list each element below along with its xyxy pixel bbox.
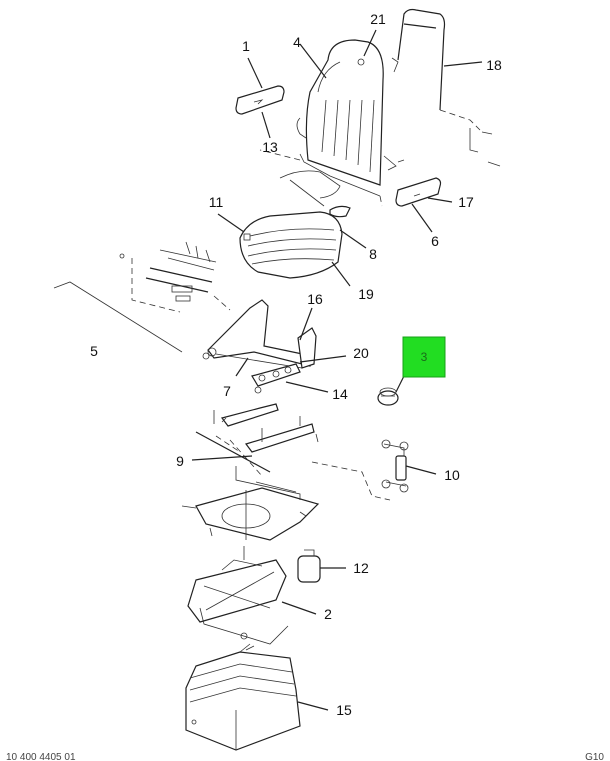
armrest-left <box>235 85 285 115</box>
highlight-box[interactable] <box>402 336 446 378</box>
suspension-boot <box>185 643 301 751</box>
shock-absorber <box>311 439 409 501</box>
callout-9[interactable]: 9 <box>176 453 184 469</box>
callout-11[interactable]: 11 <box>209 194 224 210</box>
callout-6[interactable]: 6 <box>431 233 439 249</box>
callout-7[interactable]: 7 <box>223 383 231 399</box>
callout-17[interactable]: 17 <box>458 194 474 210</box>
callout-10[interactable]: 10 <box>444 467 460 483</box>
seat-frame <box>202 299 317 369</box>
slide-rails <box>53 241 231 353</box>
callout-5[interactable]: 5 <box>90 343 98 359</box>
footer-right: G10 <box>585 752 604 761</box>
callout-13[interactable]: 13 <box>262 139 278 155</box>
highlight-label[interactable]: 3 <box>421 350 428 364</box>
callout-21[interactable]: 21 <box>370 11 386 27</box>
suspension-scissor <box>187 546 289 645</box>
seat-cushion <box>239 211 343 279</box>
callout-19[interactable]: 19 <box>358 286 374 302</box>
callout-14[interactable]: 14 <box>332 386 348 402</box>
callout-15[interactable]: 15 <box>336 702 352 718</box>
callout-12[interactable]: 12 <box>353 560 369 576</box>
callout-2[interactable]: 2 <box>324 606 332 622</box>
callout-18[interactable]: 18 <box>486 57 502 73</box>
callout-20[interactable]: 20 <box>353 345 369 361</box>
footer-left: 10 400 4405 01 <box>6 752 76 761</box>
callout-1[interactable]: 1 <box>242 38 250 54</box>
seat-back <box>305 39 384 186</box>
adjuster <box>251 363 301 387</box>
callout-16[interactable]: 16 <box>307 291 323 307</box>
head-frame <box>391 8 501 167</box>
leader-lines <box>191 29 483 711</box>
knob <box>377 387 399 406</box>
back-bracket <box>259 117 405 218</box>
callout-labels: 1 4 21 18 13 17 6 11 8 19 16 5 20 7 14 9… <box>90 11 502 718</box>
callout-8[interactable]: 8 <box>369 246 377 262</box>
air-spring <box>297 549 321 583</box>
suspension-top-plate <box>181 466 320 541</box>
lower-rails <box>195 386 319 477</box>
callout-4[interactable]: 4 <box>293 34 301 50</box>
armrest-right <box>395 177 442 207</box>
